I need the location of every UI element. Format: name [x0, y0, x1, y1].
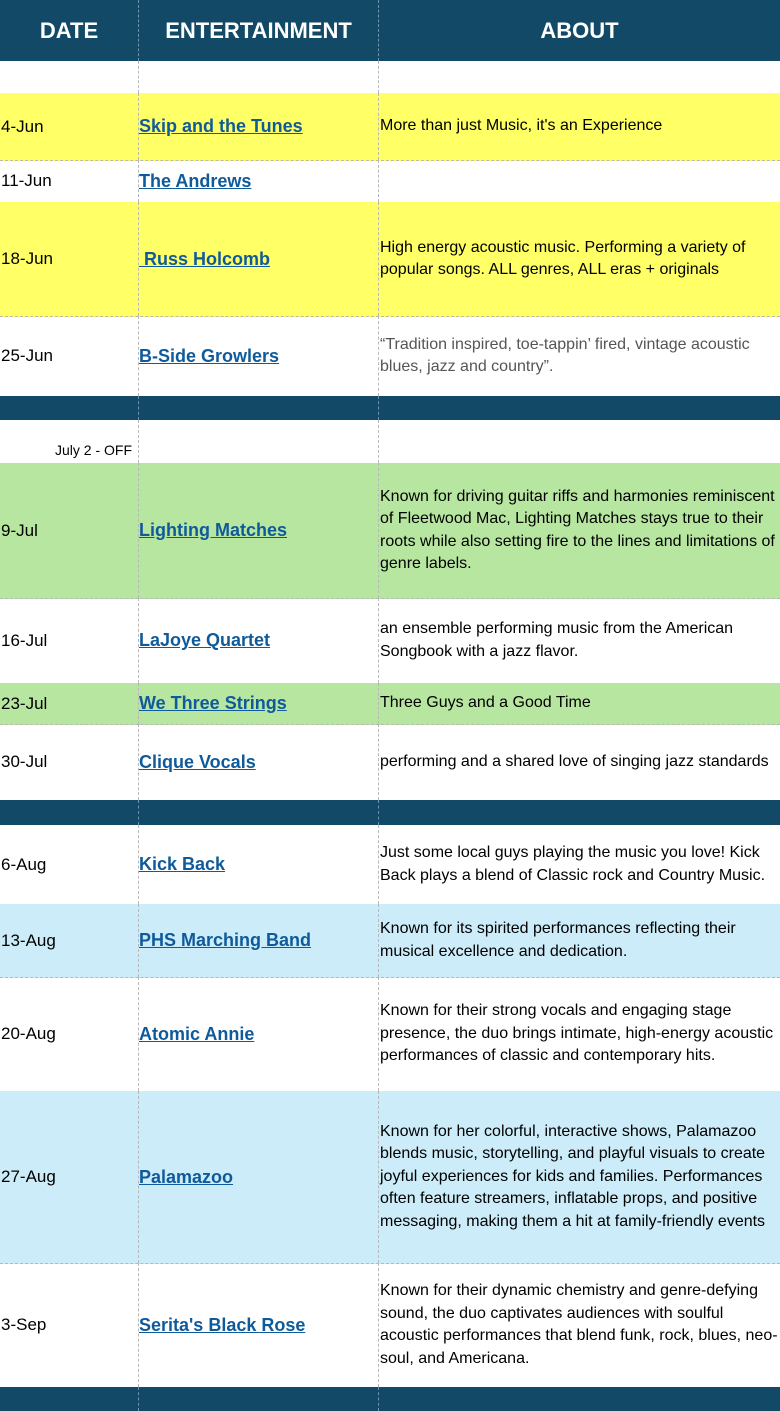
blank-cell	[379, 420, 780, 463]
blank-cell	[139, 420, 379, 463]
table-row: 30-Jul Clique Vocals performing and a sh…	[0, 724, 780, 800]
entertainment-link[interactable]: B-Side Growlers	[139, 345, 280, 366]
blank-cell	[0, 61, 139, 93]
separator-cell	[379, 800, 780, 825]
entertainment-link[interactable]: We Three Strings	[139, 693, 287, 713]
about-cell: Just some local guys playing the music y…	[380, 844, 766, 884]
date-cell: 4-Jun	[0, 93, 139, 160]
date-header: DATE	[0, 0, 139, 61]
entertainment-cell: Kick Back	[139, 825, 379, 904]
table-row: 6-Aug Kick Back Just some local guys pla…	[0, 825, 780, 905]
entertainment-cell: B-Side Growlers	[139, 316, 379, 396]
table-row: 13-Aug PHS Marching Band Known for its s…	[0, 904, 780, 978]
entertainment-cell: Palamazoo	[139, 1091, 379, 1263]
separator-cell	[139, 1387, 379, 1411]
separator-cell	[379, 396, 780, 420]
date-cell: 6-Aug	[0, 825, 139, 904]
about-cell: performing and a shared love of singing …	[380, 752, 769, 770]
entertainment-cell: Clique Vocals	[139, 724, 379, 800]
about-cell	[379, 160, 780, 202]
off-note: July 2 - OFF	[55, 442, 133, 458]
entertainment-cell: Skip and the Tunes	[139, 93, 379, 160]
entertainment-header: ENTERTAINMENT	[139, 0, 379, 61]
date-cell: 16-Jul	[0, 598, 139, 683]
entertainment-cell: Atomic Annie	[139, 977, 379, 1091]
header-row: DATE ENTERTAINMENT ABOUT	[0, 0, 780, 61]
blank-row	[0, 61, 780, 94]
about-cell: Three Guys and a Good Time	[380, 694, 591, 712]
entertainment-link[interactable]: The Andrews	[139, 170, 252, 191]
month-separator	[0, 1387, 780, 1411]
table-row: 20-Aug Atomic Annie Known for their stro…	[0, 977, 780, 1092]
date-cell: 20-Aug	[0, 977, 139, 1091]
month-separator	[0, 800, 780, 825]
separator-cell	[0, 800, 139, 825]
entertainment-cell: We Three Strings	[139, 683, 379, 724]
entertainment-link[interactable]: Kick Back	[139, 854, 226, 874]
about-cell: Known for driving guitar riffs and harmo…	[380, 487, 775, 573]
table-row: 4-Jun Skip and the Tunes More than just …	[0, 93, 780, 161]
about-cell: an ensemble performing music from the Am…	[380, 620, 734, 660]
table-row: 9-Jul Lighting Matches Known for driving…	[0, 463, 780, 599]
table-row: 11-Jun The Andrews	[0, 160, 780, 203]
entertainment-link[interactable]: Clique Vocals	[139, 751, 256, 772]
date-cell: 27-Aug	[0, 1091, 139, 1263]
table-row: 18-Jun Russ Holcomb High energy acoustic…	[0, 202, 780, 317]
table-row: 25-Jun B-Side Growlers “Tradition inspir…	[0, 316, 780, 396]
table-row: 3-Sep Serita's Black Rose Known for thei…	[0, 1263, 780, 1387]
about-cell: High energy acoustic music. Performing a…	[380, 238, 746, 279]
date-cell: 11-Jun	[0, 160, 139, 202]
separator-cell	[139, 800, 379, 825]
about-cell: Known for their dynamic chemistry and ge…	[380, 1282, 778, 1367]
off-row	[0, 420, 780, 463]
entertainment-link[interactable]: Atomic Annie	[139, 1023, 255, 1044]
entertainment-link[interactable]: LaJoye Quartet	[139, 630, 271, 650]
date-cell: 13-Aug	[0, 904, 139, 977]
about-cell: “Tradition inspired, toe-tappin’ fired, …	[380, 335, 750, 376]
date-cell: 18-Jun	[0, 202, 139, 316]
date-cell: 25-Jun	[0, 316, 139, 396]
entertainment-cell: PHS Marching Band	[139, 904, 379, 977]
entertainment-link[interactable]: Russ Holcomb	[139, 248, 271, 269]
about-cell: Known for its spirited performances refl…	[380, 920, 736, 960]
blank-cell	[139, 61, 379, 93]
separator-cell	[0, 1387, 139, 1411]
entertainment-link[interactable]: Skip and the Tunes	[139, 116, 303, 136]
entertainment-cell: LaJoye Quartet	[139, 598, 379, 683]
entertainment-cell: Serita's Black Rose	[139, 1263, 379, 1387]
table-row: 27-Aug Palamazoo Known for her colorful,…	[0, 1091, 780, 1264]
entertainment-link[interactable]: PHS Marching Band	[139, 930, 312, 950]
date-cell: 3-Sep	[0, 1263, 139, 1387]
separator-cell	[139, 396, 379, 420]
entertainment-link[interactable]: Lighting Matches	[139, 520, 287, 540]
table-row: 16-Jul LaJoye Quartet an ensemble perfor…	[0, 598, 780, 684]
table-row: 23-Jul We Three Strings Three Guys and a…	[0, 683, 780, 725]
separator-cell	[379, 1387, 780, 1411]
entertainment-cell: Lighting Matches	[139, 463, 379, 598]
date-cell: 9-Jul	[0, 463, 139, 598]
entertainment-cell: The Andrews	[139, 160, 379, 202]
about-cell: More than just Music, it's an Experience	[380, 117, 663, 135]
blank-cell	[379, 61, 780, 93]
month-separator	[0, 396, 780, 420]
entertainment-cell: Russ Holcomb	[139, 202, 379, 316]
entertainment-link[interactable]: Serita's Black Rose	[139, 1314, 306, 1335]
date-cell: 23-Jul	[0, 683, 139, 724]
about-cell: Known for their strong vocals and engagi…	[380, 1002, 774, 1065]
entertainment-link[interactable]: Palamazoo	[139, 1166, 234, 1187]
blank-cell	[0, 420, 139, 463]
separator-cell	[0, 396, 139, 420]
about-header: ABOUT	[540, 17, 619, 43]
about-cell: Known for her colorful, interactive show…	[380, 1122, 766, 1230]
date-cell: 30-Jul	[0, 724, 139, 800]
